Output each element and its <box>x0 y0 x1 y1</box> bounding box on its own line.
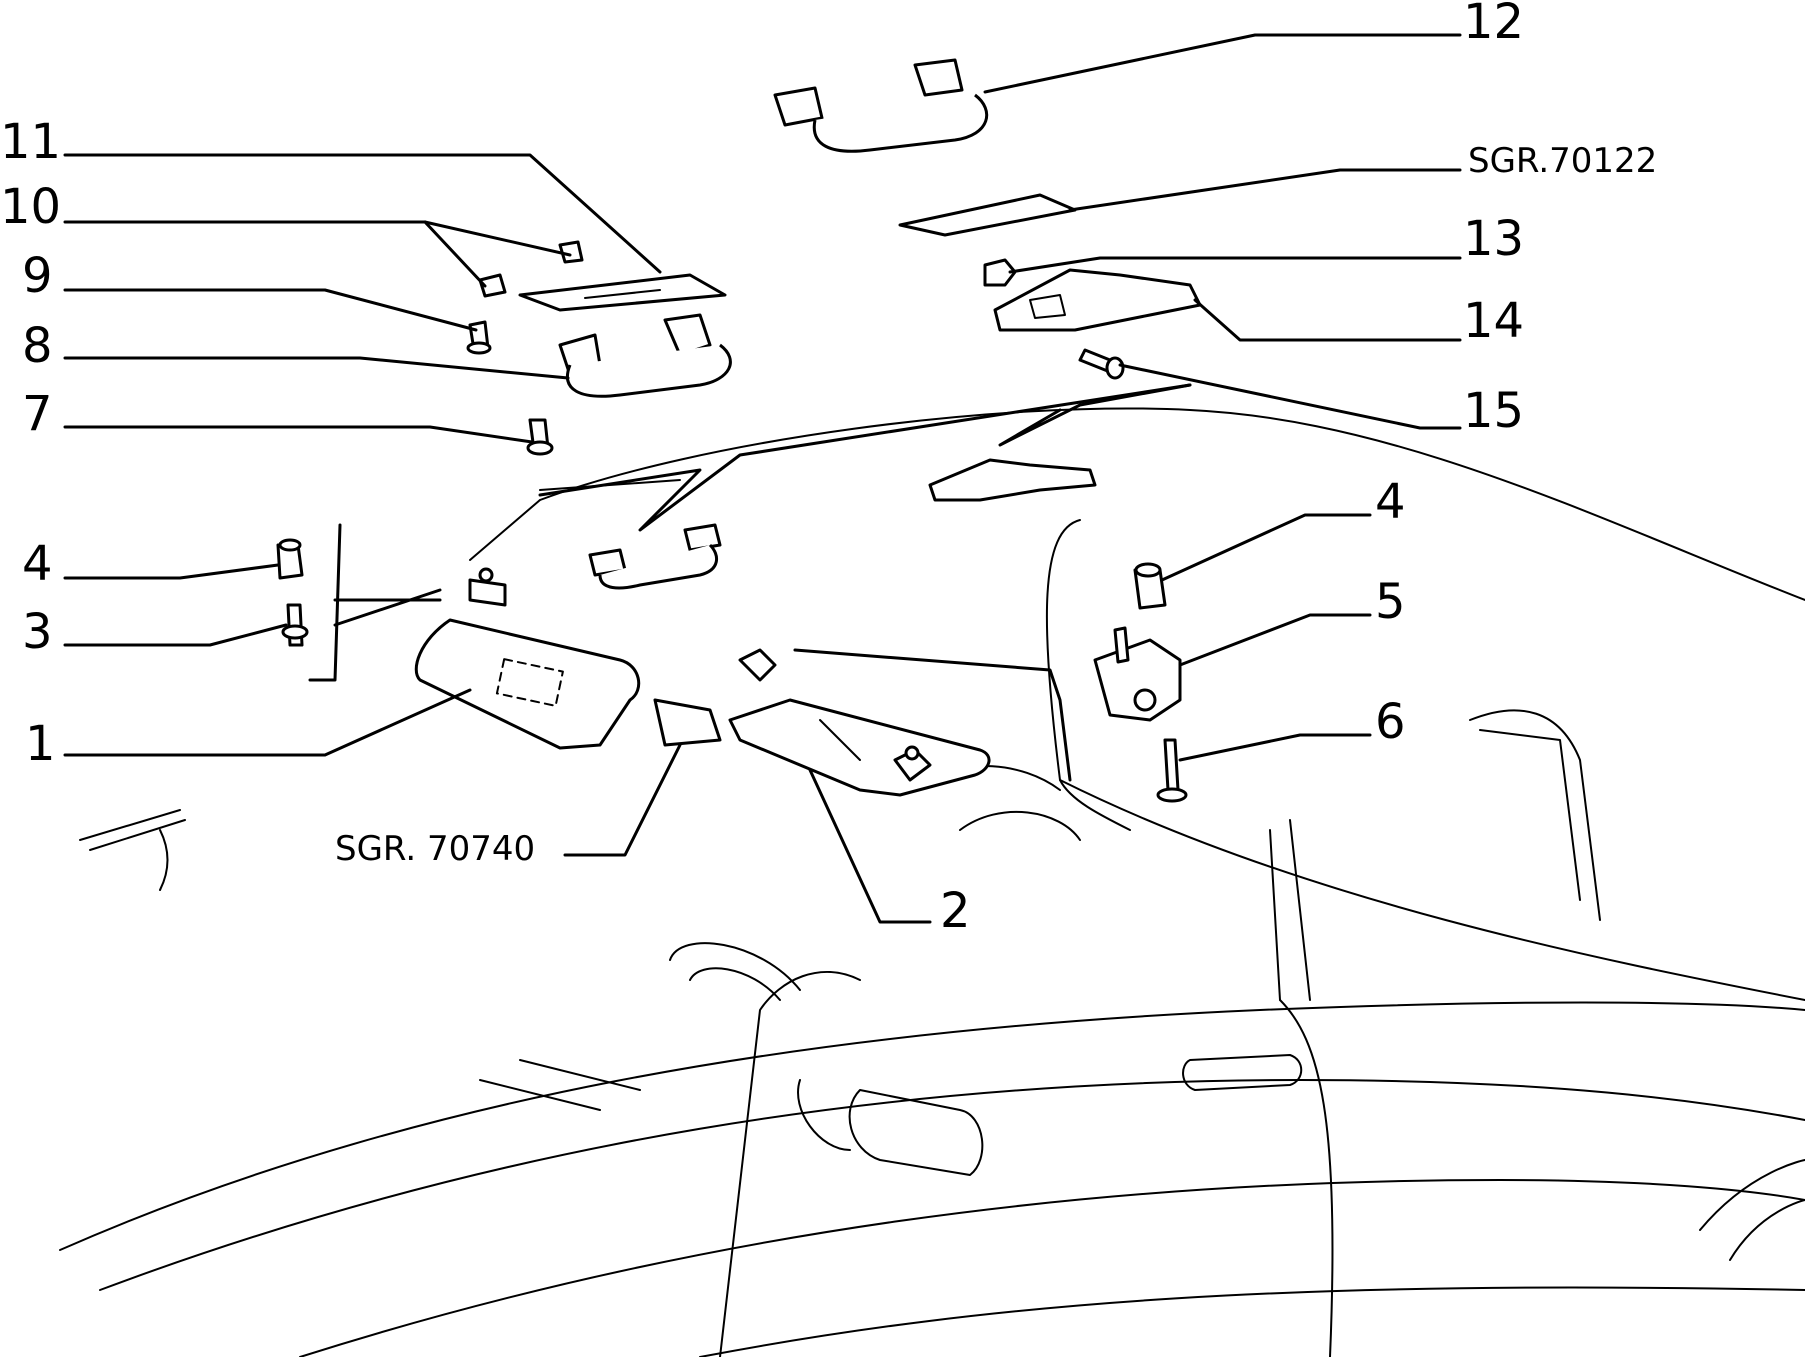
screw-15 <box>1078 348 1125 380</box>
callout-labels: 12 SGR.70122 13 14 15 11 10 9 8 7 4 3 1 … <box>0 0 1657 939</box>
callout-4-right: 4 <box>1375 474 1406 530</box>
screw-9 <box>466 320 492 355</box>
sun-visor-right <box>728 698 991 797</box>
vanity-mirror-part <box>653 698 722 747</box>
callout-2: 2 <box>940 883 971 939</box>
ref-sgr-70740: SGR. 70740 <box>335 829 535 869</box>
callout-10: 10 <box>0 179 61 235</box>
grab-handle-8 <box>558 313 732 398</box>
clip-10b <box>558 240 584 264</box>
callout-9: 9 <box>22 248 53 304</box>
callout-leader-lines <box>63 33 1462 924</box>
car-body-outline <box>59 407 1805 1357</box>
installation-indicator-lines <box>308 383 1192 782</box>
sun-visor-left <box>414 567 641 750</box>
screw-6 <box>1156 738 1188 803</box>
nut-13 <box>983 258 1017 287</box>
grab-handle-12 <box>773 58 989 153</box>
bushing-4-right <box>1133 562 1167 610</box>
callout-4-left: 4 <box>22 536 53 592</box>
clip-10a <box>478 273 507 298</box>
bracket-plate-11 <box>518 273 727 312</box>
screw-3-left <box>281 603 309 647</box>
callout-12: 12 <box>1463 0 1524 50</box>
callout-5: 5 <box>1375 574 1406 630</box>
callout-13: 13 <box>1463 211 1524 267</box>
callout-6: 6 <box>1375 694 1406 750</box>
bushing-4-left <box>276 538 304 580</box>
callout-3: 3 <box>22 604 53 660</box>
screw-7 <box>526 418 554 456</box>
installed-handle-right <box>928 458 1097 502</box>
callout-1: 1 <box>25 716 56 772</box>
installed-handle-left <box>588 523 722 590</box>
roof-bracket-part <box>898 193 1077 237</box>
callout-11: 11 <box>0 114 61 170</box>
callout-15: 15 <box>1463 383 1524 439</box>
visor-clip <box>738 648 777 682</box>
callout-8: 8 <box>22 318 53 374</box>
visor-mount-5 <box>1093 626 1182 722</box>
ref-sgr-70122: SGR.70122 <box>1468 141 1657 181</box>
handle-14 <box>993 268 1202 332</box>
callout-14: 14 <box>1463 293 1524 349</box>
callout-7: 7 <box>22 386 53 442</box>
